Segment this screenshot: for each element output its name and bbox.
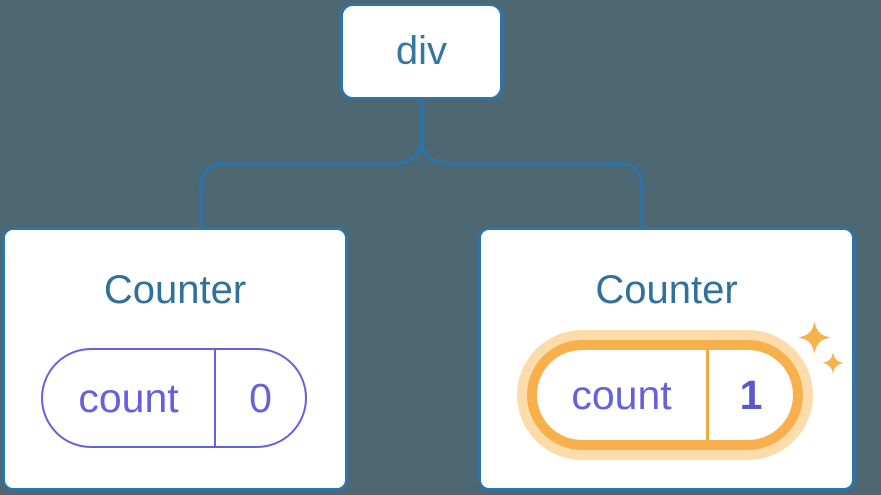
- state-label-left: count: [43, 350, 216, 446]
- counter-card-right: Counter count 1: [478, 227, 855, 491]
- state-pill-right-highlighted: count 1: [537, 350, 793, 440]
- state-label-right: count: [537, 350, 709, 440]
- tree-node-div: div: [340, 3, 503, 100]
- counter-card-left-title: Counter: [103, 268, 247, 312]
- state-value-left: 0: [249, 374, 272, 421]
- tree-node-div-label: div: [395, 29, 448, 73]
- sparkle-icon: [798, 321, 831, 354]
- connector-left-branch: [199, 134, 424, 228]
- counter-card-left: Counter count 0: [2, 227, 348, 491]
- state-value-right: 1: [739, 371, 763, 418]
- state-pill-left: count 0: [41, 348, 307, 448]
- connector-right-branch: [419, 134, 644, 228]
- counter-card-right-title: Counter: [595, 268, 738, 312]
- sparkle-icon: [822, 352, 844, 374]
